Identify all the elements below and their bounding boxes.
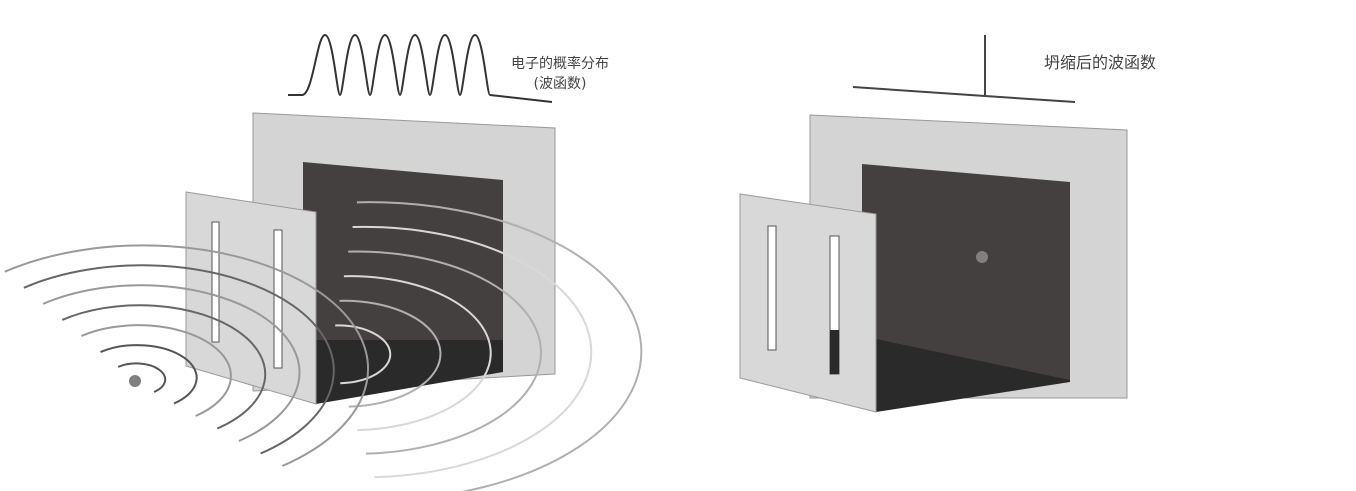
wave-arc	[335, 324, 392, 385]
detector-screen	[862, 164, 1070, 388]
right-experiment: 坍缩后的波函数	[739, 35, 1156, 413]
wave-arc	[80, 324, 232, 417]
slit-left	[767, 225, 777, 351]
slit-right-detector	[830, 330, 839, 374]
wave-arc	[339, 299, 442, 408]
probability-distribution-curve	[288, 33, 553, 103]
collapsed-baseline	[852, 86, 1076, 103]
wavefunction-label: (波函数)	[534, 76, 587, 92]
wave-arc	[348, 250, 542, 455]
collapsed-label: 坍缩后的波函数	[1044, 53, 1156, 72]
wave-arc	[343, 275, 492, 432]
diffraction-waves	[335, 201, 643, 491]
wave-arc	[23, 264, 335, 455]
wave-arc	[352, 225, 593, 479]
floor	[862, 336, 1070, 412]
probability-label: 电子的概率分布	[511, 55, 609, 72]
wave-arc	[4, 244, 370, 467]
slit-plate	[185, 191, 317, 405]
incident-waves	[4, 244, 370, 467]
wave-arc	[61, 304, 267, 430]
slit-left	[211, 221, 220, 343]
wave-arc	[100, 344, 198, 405]
wave-arc	[356, 201, 643, 491]
wave-arc	[117, 362, 167, 393]
left-experiment: 电子的概率分布 (波函数)	[4, 33, 643, 491]
wave-arc	[42, 284, 301, 442]
slit-plate	[739, 193, 877, 413]
electron-hit-dot	[976, 251, 988, 263]
floor	[303, 340, 503, 404]
electron-source-dot	[129, 375, 141, 387]
